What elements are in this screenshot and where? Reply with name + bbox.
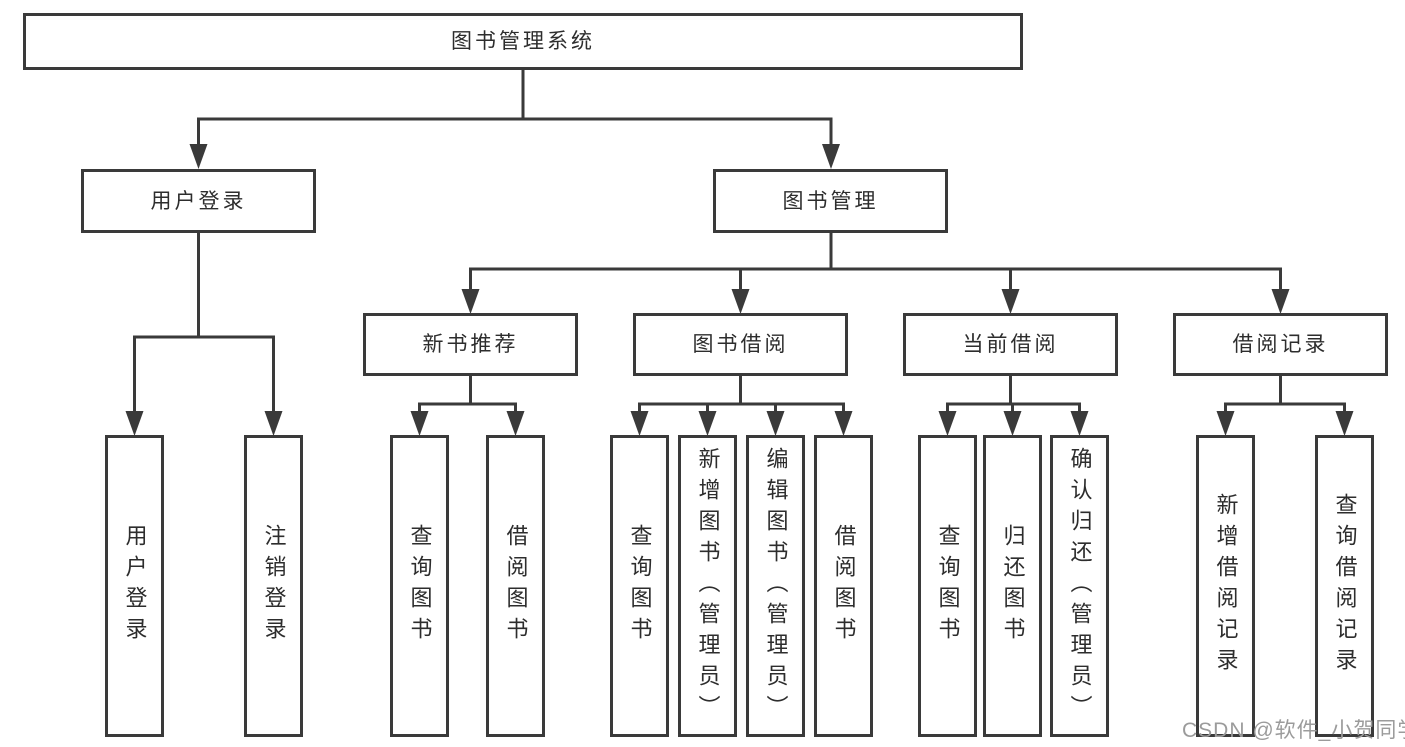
connector-root-to-level2: [189, 70, 840, 169]
node-new-book-recommend: 新书推荐: [363, 313, 578, 376]
connector-current-borrowing-to-leaves: [938, 375, 1089, 436]
arrowhead-icon: [834, 411, 853, 436]
arrowhead-icon: [822, 144, 840, 169]
arrowhead-icon: [125, 411, 144, 436]
node-book-management: 图书管理: [713, 169, 948, 233]
arrowhead-icon: [1271, 289, 1290, 314]
node-query-books-borrowing: 查询图书: [610, 435, 669, 737]
node-query-borrow-record: 查询借阅记录: [1315, 435, 1374, 737]
node-root-system: 图书管理系统: [23, 13, 1023, 70]
arrowhead-icon: [1003, 411, 1022, 436]
node-current-borrowing: 当前借阅: [903, 313, 1118, 376]
arrowhead-icon: [461, 289, 480, 314]
connector-new-book-recommend-to-leaves: [410, 375, 525, 436]
connector-borrow-records-to-leaves: [1216, 375, 1354, 436]
node-borrow-books: 借阅图书: [814, 435, 873, 737]
arrowhead-icon: [189, 144, 208, 169]
connector-book-borrowing-to-leaves: [630, 375, 853, 436]
arrowhead-icon: [938, 411, 957, 436]
arrowhead-icon: [1216, 411, 1235, 436]
node-query-books-recommend: 查询图书: [390, 435, 449, 737]
node-add-book-admin: 新增图书（管理员）: [678, 435, 737, 737]
arrowhead-icon: [410, 411, 429, 436]
arrowhead-icon: [1001, 289, 1020, 314]
arrowhead-icon: [1070, 411, 1089, 436]
node-user-login: 用户登录: [105, 435, 164, 737]
node-confirm-return-admin: 确认归还（管理员）: [1050, 435, 1109, 737]
node-logout: 注销登录: [244, 435, 303, 737]
node-borrow-records: 借阅记录: [1173, 313, 1388, 376]
arrowhead-icon: [698, 411, 717, 436]
arrowhead-icon: [731, 289, 750, 314]
arrowhead-icon: [630, 411, 649, 436]
node-book-borrowing: 图书借阅: [633, 313, 848, 376]
node-return-book: 归还图书: [983, 435, 1042, 737]
arrowhead-icon: [264, 411, 283, 436]
csdn-watermark: CSDN @软件_小贺同学: [1182, 719, 1405, 742]
node-add-borrow-record: 新增借阅记录: [1196, 435, 1255, 737]
node-user-login-branch: 用户登录: [81, 169, 316, 233]
arrowhead-icon: [1335, 411, 1354, 436]
node-edit-book-admin: 编辑图书（管理员）: [746, 435, 805, 737]
connector-user-login-to-leaves: [125, 232, 283, 436]
arrowhead-icon: [506, 411, 525, 436]
connector-book-management-to-level3: [461, 232, 1290, 314]
arrowhead-icon: [766, 411, 785, 436]
node-borrow-books-recommend: 借阅图书: [486, 435, 545, 737]
node-query-books-current: 查询图书: [918, 435, 977, 737]
